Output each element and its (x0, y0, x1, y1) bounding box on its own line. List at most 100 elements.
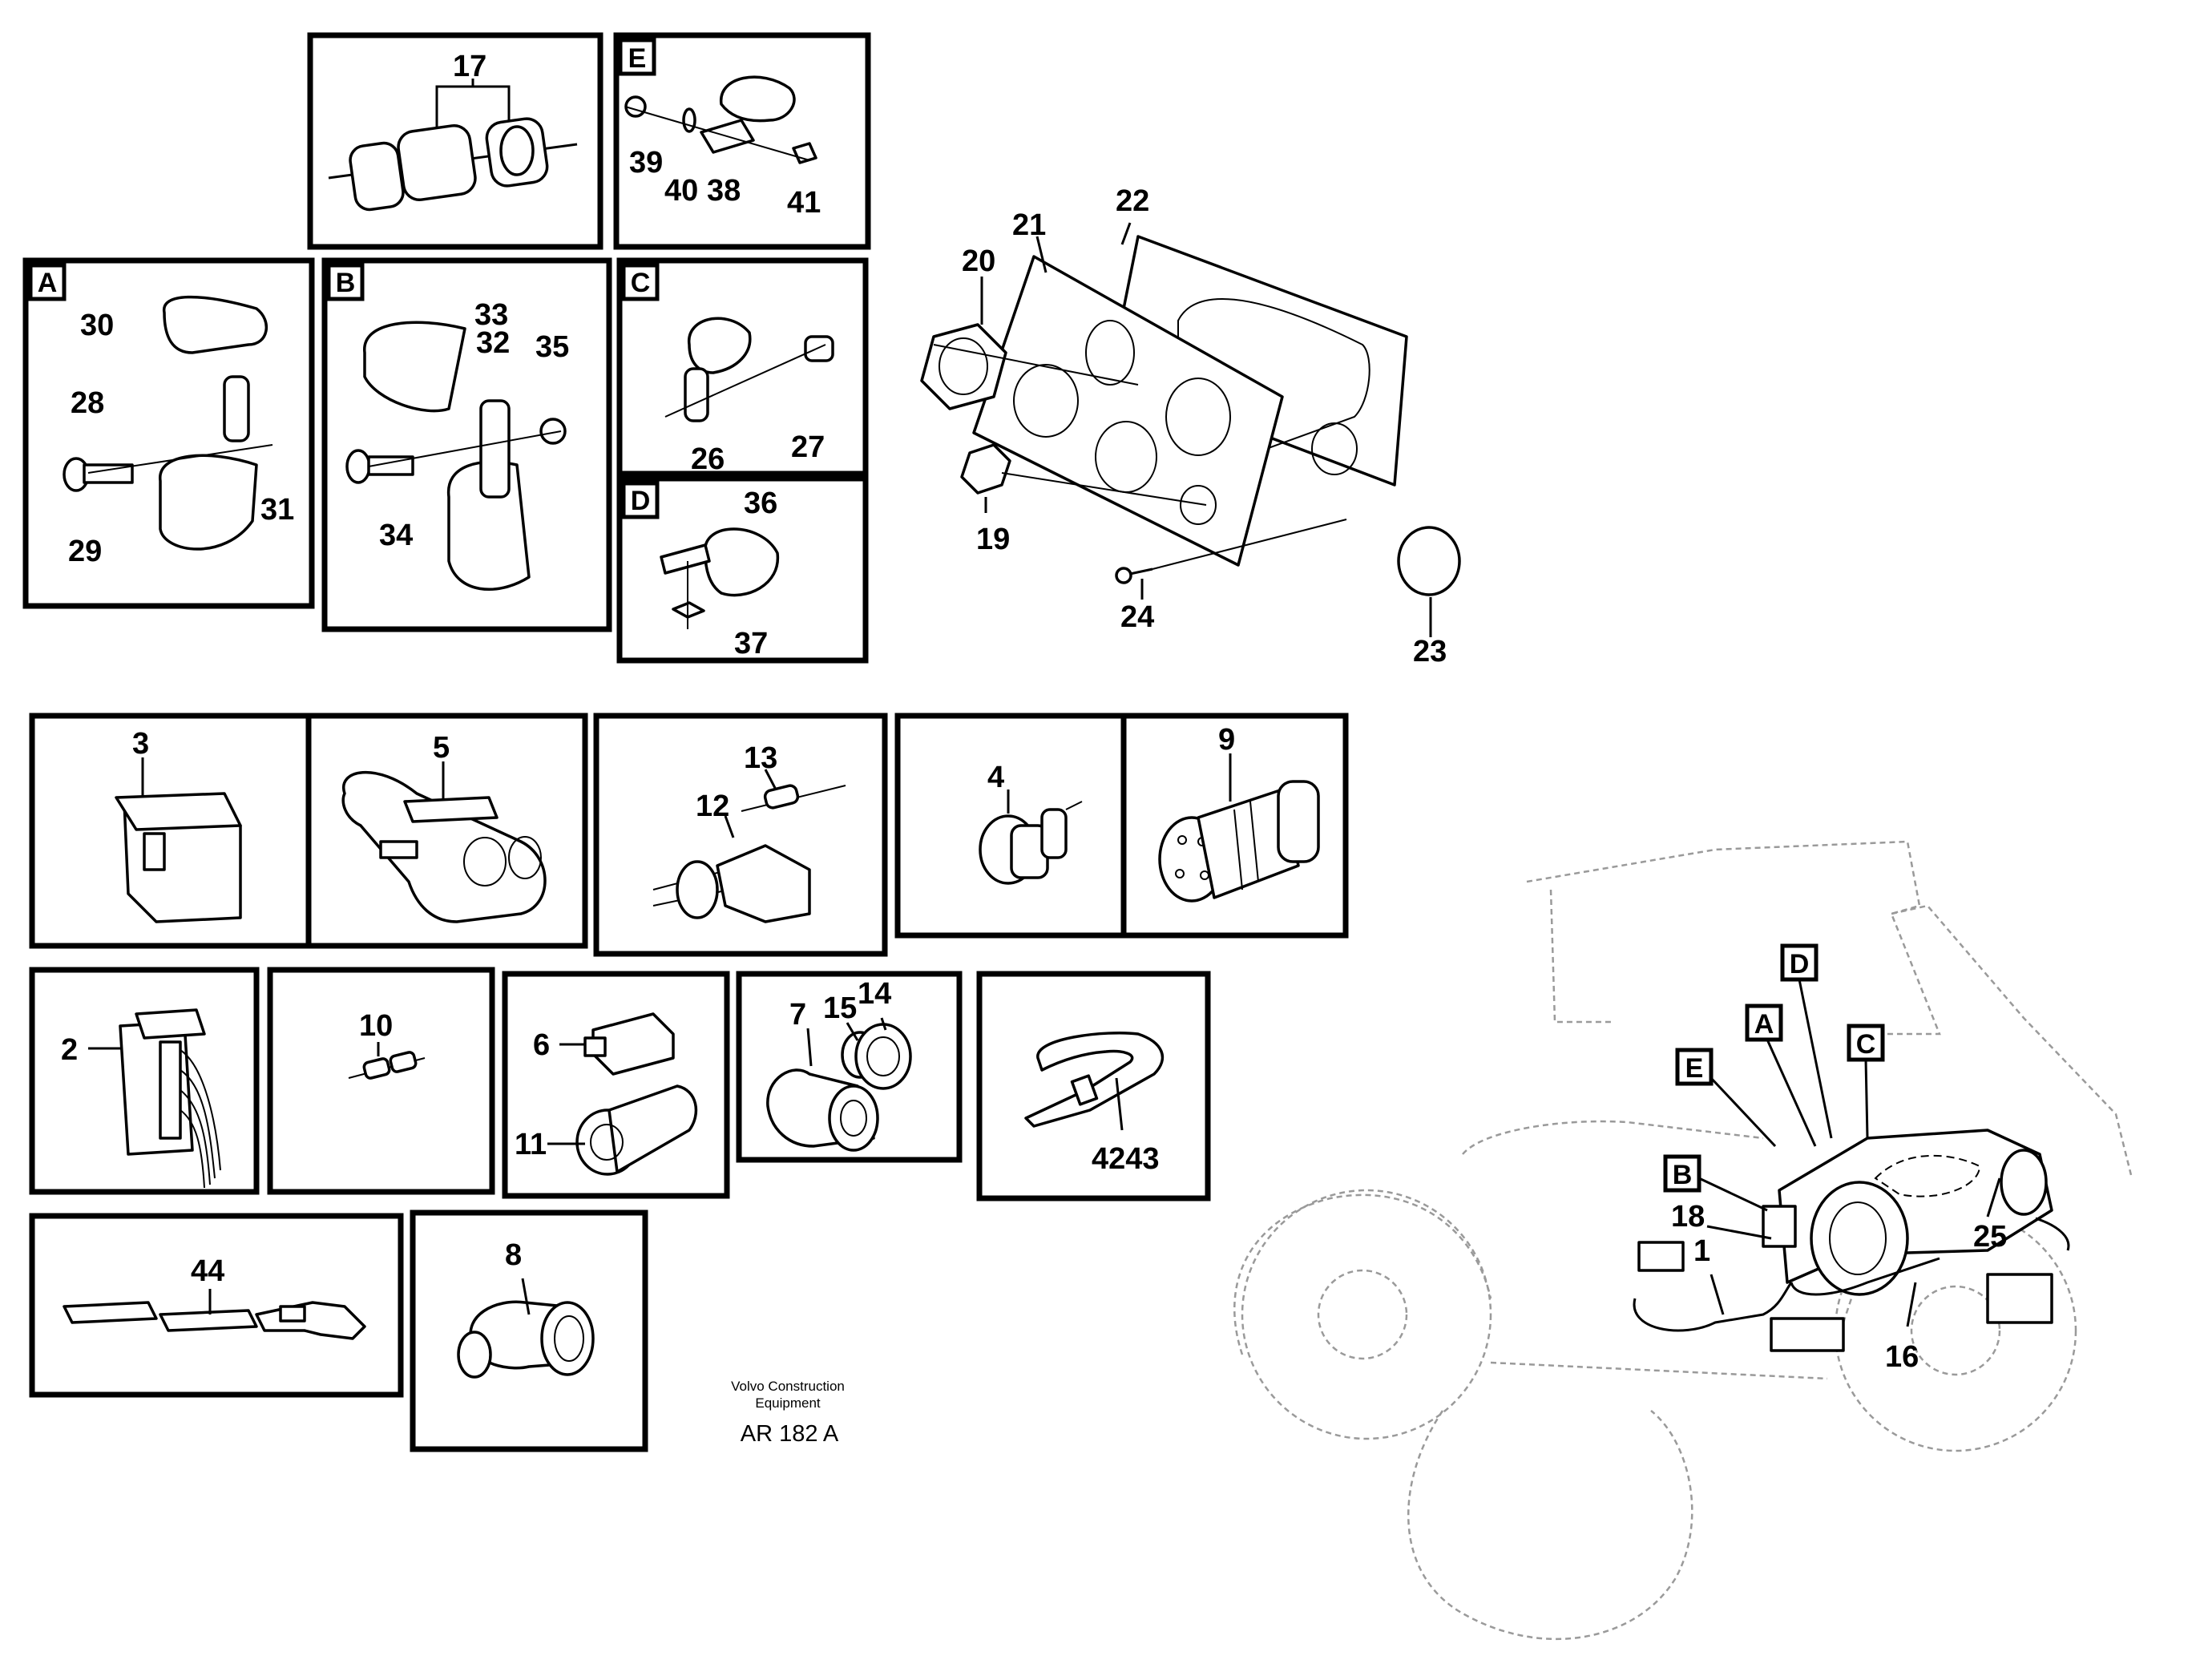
machine-letter-b: B (1673, 1160, 1693, 1190)
clamp-c-drawing (664, 317, 834, 422)
label-44: 44 (191, 1254, 224, 1288)
connector-5-drawing (341, 770, 547, 923)
panel-10: 10 (267, 967, 495, 1195)
label-27: 27 (791, 430, 825, 464)
label-41: 41 (787, 186, 821, 220)
machine-overview: D A C E B 18 1 25 16 (1233, 840, 2133, 1640)
panel-5: 5 (305, 713, 588, 949)
panel-44: 44 (29, 1213, 404, 1398)
caption-block: Volvo Construction Equipment AR 182 A (731, 1379, 845, 1447)
label-39: 39 (629, 146, 663, 180)
detail-letter-e: E (628, 43, 647, 74)
label-28: 28 (71, 386, 104, 420)
elbow-boot-8-drawing (457, 1300, 595, 1379)
machine-letter-a: A (1754, 1009, 1774, 1040)
detail-letter-a: A (38, 268, 58, 298)
panel-detail-a: A 30 28 31 29 (22, 257, 315, 609)
label-12: 12 (696, 790, 729, 823)
label-4243: 4243 (1092, 1142, 1160, 1176)
machine-label-1: 1 (1693, 1234, 1710, 1268)
panel-detail-e: E 39 40 38 41 (613, 32, 871, 250)
panel-detail-c: C 26 27 (616, 257, 869, 477)
caption-manufacturer-line2: Equipment (755, 1395, 821, 1411)
grommet-4-drawing (979, 801, 1083, 885)
caption-manufacturer-line1: Volvo Construction (731, 1379, 845, 1394)
plug-23 (1397, 526, 1461, 596)
detail-letter-d: D (631, 486, 651, 516)
label-34: 34 (379, 519, 413, 552)
clamp-b-drawing (345, 321, 567, 592)
panel-detail-b: B 33 32 35 34 (321, 257, 612, 632)
screw-24 (1115, 567, 1153, 584)
harness-assembly (1633, 1129, 2070, 1352)
sensor-12-drawing (652, 844, 811, 923)
label-3: 3 (132, 727, 149, 761)
label-26: 26 (691, 442, 725, 476)
label-20: 20 (962, 244, 995, 278)
label-30: 30 (80, 309, 114, 342)
label-33: 33 (474, 298, 508, 332)
panel-detail-d: D 36 37 (616, 475, 869, 664)
panel-6-11: 6 11 (502, 971, 730, 1199)
label-21: 21 (1012, 208, 1046, 242)
panel-7-14-15: 7 15 14 (736, 971, 963, 1163)
label-31: 31 (260, 493, 294, 527)
panel-12-13: 13 12 (593, 713, 888, 957)
label-6: 6 (533, 1028, 550, 1062)
machine-letter-d: D (1790, 949, 1810, 979)
panel-17: 17 (307, 32, 603, 250)
label-14: 14 (858, 977, 891, 1011)
clamp-e-drawing (624, 75, 817, 164)
clamp-d-drawing (660, 527, 779, 629)
boot-11-drawing (575, 1084, 698, 1176)
label-19: 19 (976, 523, 1010, 556)
nut-19 (960, 443, 1011, 495)
label-23: 23 (1413, 635, 1447, 668)
label-29: 29 (68, 535, 102, 568)
label-40: 40 (664, 174, 698, 208)
label-2: 2 (61, 1033, 78, 1067)
machine-label-25: 25 (1973, 1220, 2007, 1254)
nut-14-drawing (854, 1023, 912, 1090)
diode-13-drawing (741, 784, 846, 812)
relay-3-drawing (115, 792, 242, 923)
pipe-coupling-drawing (328, 117, 578, 212)
connector-9-drawing (1158, 780, 1320, 903)
panel-4243: 4243 (976, 971, 1211, 1201)
panel-4: 4 (894, 713, 1127, 939)
label-37: 37 (734, 627, 768, 660)
label-15: 15 (823, 991, 857, 1025)
label-13: 13 (744, 741, 777, 775)
label-9: 9 (1218, 723, 1235, 757)
panel-3: 3 (29, 713, 312, 949)
label-17: 17 (453, 50, 486, 83)
connector-2-drawing (119, 1008, 221, 1189)
fuse-strip-44-drawing (63, 1301, 366, 1340)
caption-drawing-code: AR 182 A (741, 1421, 839, 1447)
terminal-10-drawing (348, 1051, 426, 1080)
label-32: 32 (476, 326, 510, 360)
machine-letter-e: E (1685, 1053, 1704, 1084)
label-22: 22 (1116, 184, 1149, 218)
label-24: 24 (1120, 600, 1154, 634)
clamp-a-drawing (63, 295, 273, 551)
detail-letter-b: B (336, 268, 356, 298)
machine-label-16: 16 (1885, 1340, 1919, 1374)
cable-tie-4243-drawing (1024, 1032, 1164, 1128)
label-7: 7 (789, 998, 806, 1032)
label-36: 36 (744, 487, 777, 520)
elbow-7-drawing (766, 1068, 879, 1152)
instrument-panel-group (920, 222, 1461, 637)
machine-letter-c: C (1856, 1029, 1876, 1060)
label-11: 11 (515, 1128, 547, 1161)
panel-8: 8 (410, 1210, 648, 1452)
machine-label-18: 18 (1671, 1200, 1705, 1234)
label-4: 4 (987, 761, 1004, 794)
nut-20 (920, 323, 1007, 410)
label-10: 10 (359, 1009, 393, 1043)
label-35: 35 (535, 330, 569, 364)
connector-6-drawing (583, 1012, 675, 1076)
label-38: 38 (707, 174, 741, 208)
detail-letter-c: C (631, 268, 651, 298)
